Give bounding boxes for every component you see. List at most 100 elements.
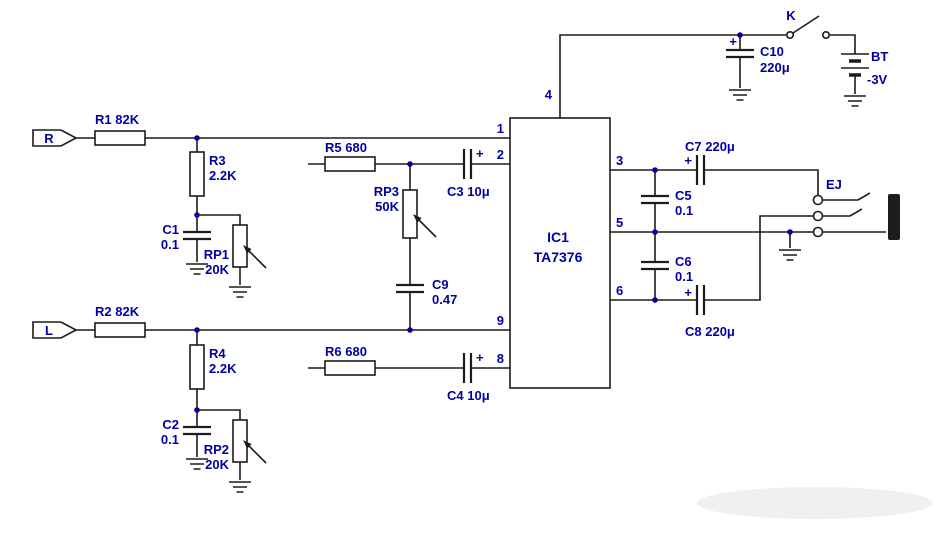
- r5-label: R5 680: [325, 140, 367, 155]
- c5-value-label: 0.1: [675, 203, 693, 218]
- c1-label: C1: [162, 222, 179, 237]
- r2-label: R2 82K: [95, 304, 140, 319]
- rp1-value-label: 20K: [205, 262, 229, 277]
- junction-dot: [787, 229, 793, 235]
- r6-resistor-body: [324, 360, 376, 376]
- c1-value-label: 0.1: [161, 237, 179, 252]
- rp2-wiper-arrow: [248, 445, 267, 464]
- ic1-part-label: TA7376: [534, 249, 583, 265]
- c3-label: C3 10μ: [447, 184, 490, 199]
- watermark-smudge: [697, 487, 933, 519]
- c8-label: C8 220μ: [685, 324, 735, 339]
- c9-capacitor-plates: [396, 283, 424, 294]
- c4-capacitor-plates: [462, 353, 473, 383]
- c6-label: C6: [675, 254, 692, 269]
- c10-plus-mark: +: [729, 34, 737, 49]
- c6-value-label: 0.1: [675, 269, 693, 284]
- r3-value-label: 2.2K: [209, 168, 237, 183]
- r1-label: R1 82K: [95, 112, 140, 127]
- r1-resistor-body: [94, 130, 146, 146]
- switch-label: K: [786, 8, 796, 23]
- wire-switch-battery: [829, 34, 856, 94]
- rp1-pot-body: [232, 224, 248, 268]
- jack-plug: [888, 194, 900, 240]
- c3-capacitor-plates: [462, 149, 473, 179]
- junction-dot: [652, 297, 658, 303]
- rp2-label: RP2: [204, 442, 229, 457]
- rp3-wiper-arrow: [418, 219, 437, 238]
- junction-dot: [652, 167, 658, 173]
- c2-label: C2: [162, 417, 179, 432]
- rp3-label: RP3: [374, 184, 399, 199]
- c6-capacitor-plates: [641, 260, 669, 271]
- c2-value-label: 0.1: [161, 432, 179, 447]
- junction-dot: [194, 407, 200, 413]
- junction-dot: [194, 327, 200, 333]
- left-input-label: L: [45, 323, 53, 338]
- battery-voltage-label: -3V: [867, 72, 888, 87]
- c4-label: C4 10μ: [447, 388, 490, 403]
- ic1-pin6-label: 6: [616, 283, 623, 298]
- junction-dot: [194, 135, 200, 141]
- r2-resistor-body: [94, 322, 146, 338]
- ic1-pin8-label: 8: [497, 351, 504, 366]
- c8-capacitor-plates: [695, 285, 706, 315]
- junction-dot: [407, 327, 413, 333]
- rp3-wiper-arrowhead: [413, 214, 422, 223]
- left-input-connector: [32, 321, 78, 339]
- c9-label: C9: [432, 277, 449, 292]
- r6-label: R6 680: [325, 344, 367, 359]
- c2-capacitor-plates: [183, 425, 211, 436]
- junction-dot: [652, 229, 658, 235]
- c7-label: C7 220μ: [685, 139, 735, 154]
- jack-ring-terminal: [812, 210, 824, 222]
- jack-sleeve-terminal: [812, 226, 824, 238]
- junction-dot: [407, 161, 413, 167]
- ic1-pin9-label: 9: [497, 313, 504, 328]
- r5-resistor-body: [324, 156, 376, 172]
- right-input-label: R: [44, 131, 54, 146]
- ic1-pin3-label: 3: [616, 153, 623, 168]
- c10-value-label: 220μ: [760, 60, 790, 75]
- c5-capacitor-plates: [641, 194, 669, 205]
- rp3-pot-body: [402, 189, 418, 239]
- c8-plus-mark: +: [684, 285, 692, 300]
- c3-plus-mark: +: [476, 146, 484, 161]
- r3-resistor-body: [189, 151, 205, 197]
- battery-short-plates: [849, 59, 861, 77]
- r3-label: R3: [209, 153, 226, 168]
- c7-capacitor-plates: [695, 155, 706, 185]
- switch-blade: [792, 15, 820, 34]
- junction-dot: [194, 212, 200, 218]
- ic1-body: [509, 117, 611, 389]
- ic1-pin4-label: 4: [545, 87, 553, 102]
- battery-label: BT: [871, 49, 888, 64]
- right-input-connector: [32, 129, 78, 147]
- rp2-value-label: 20K: [205, 457, 229, 472]
- battery-long-plates: [841, 53, 869, 69]
- r4-value-label: 2.2K: [209, 361, 237, 376]
- rp2-pot-body: [232, 419, 248, 463]
- c5-label: C5: [675, 188, 692, 203]
- jack-tip-terminal: [812, 194, 824, 206]
- jack-label: EJ: [826, 177, 842, 192]
- rp2-wiper-arrowhead: [243, 440, 252, 449]
- rp1-wiper-arrowhead: [243, 245, 252, 254]
- jack-contact-lines: [822, 192, 886, 233]
- junction-dot: [737, 32, 743, 38]
- c1-capacitor-plates: [183, 230, 211, 241]
- c10-capacitor-plates: [726, 48, 754, 59]
- rp1-label: RP1: [204, 247, 229, 262]
- switch-terminal: [821, 30, 830, 39]
- r4-resistor-body: [189, 344, 205, 390]
- c10-label: C10: [760, 44, 784, 59]
- rp3-value-label: 50K: [375, 199, 399, 214]
- ic1-pin2-label: 2: [497, 147, 504, 162]
- c4-plus-mark: +: [476, 350, 484, 365]
- c9-value-label: 0.47: [432, 292, 457, 307]
- switch-terminal: [785, 30, 794, 39]
- ic1-pin5-label: 5: [616, 215, 623, 230]
